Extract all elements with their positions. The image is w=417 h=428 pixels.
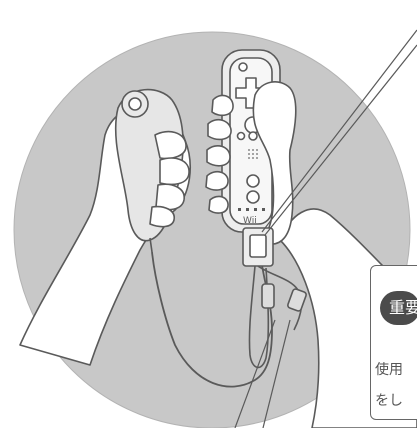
important-callout: 重要 使用 をし	[370, 265, 417, 420]
power-button	[239, 63, 247, 71]
callout-text-line-2: をし	[375, 390, 403, 410]
important-badge: 重要	[380, 291, 417, 325]
home-button	[249, 132, 257, 140]
speaker-grille	[248, 149, 258, 159]
minus-button	[238, 133, 245, 140]
one-button	[247, 175, 259, 187]
two-button	[247, 191, 259, 203]
wii-logo: Wii	[243, 216, 257, 226]
callout-text-line-1: 使用	[375, 359, 403, 379]
